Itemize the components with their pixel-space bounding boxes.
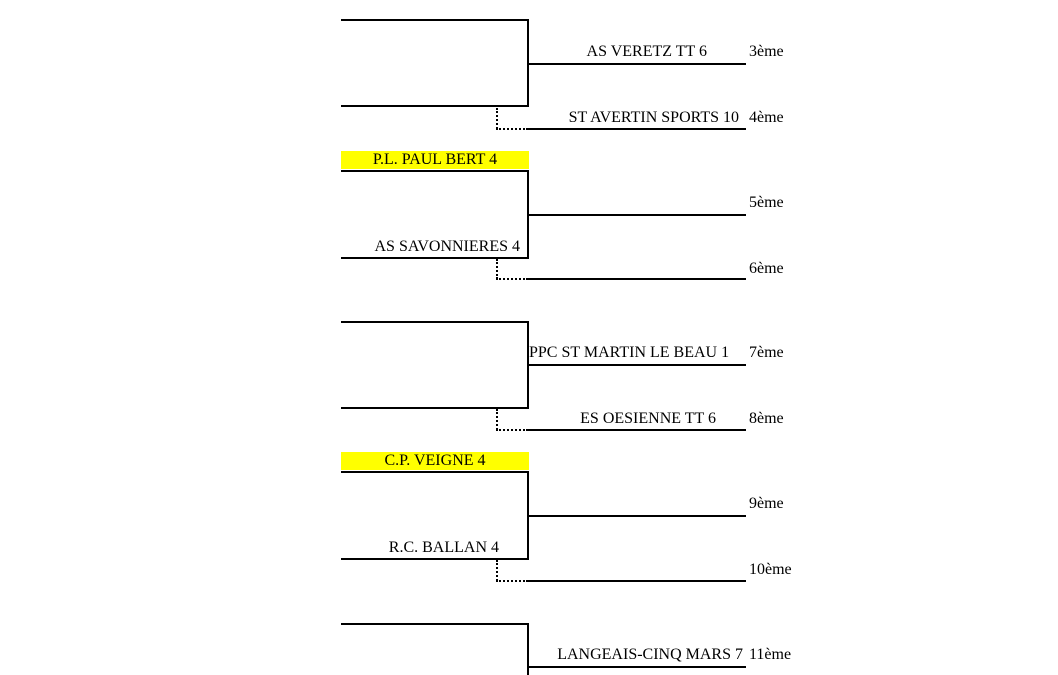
- rank-label: 6ème: [749, 260, 784, 277]
- bracket-dotted-line: [496, 128, 528, 130]
- bracket-line: [527, 429, 746, 431]
- bracket-line: [341, 623, 529, 625]
- rank-label: 4ème: [749, 109, 784, 126]
- bracket-line: [527, 214, 746, 216]
- rank-label: 9ème: [749, 495, 784, 512]
- bracket-line: [527, 515, 746, 517]
- rank-label: 7ème: [749, 344, 784, 361]
- bracket-line: [527, 63, 746, 65]
- rank-label: 11ème: [749, 646, 792, 663]
- bracket-line: [341, 19, 529, 21]
- team-name: PPC ST MARTIN LE BEAU 1: [529, 344, 730, 361]
- team-name: LANGEAIS-CINQ MARS 7: [557, 646, 743, 663]
- bracket-line: [341, 321, 529, 323]
- rank-label: 8ème: [749, 410, 784, 427]
- team-name: AS SAVONNIERES 4: [374, 238, 520, 255]
- bracket-dotted-line: [496, 259, 498, 279]
- bracket-dotted-line: [496, 429, 528, 431]
- bracket-line: [341, 170, 529, 172]
- rank-label: 3ème: [749, 43, 784, 60]
- bracket-line: [527, 580, 746, 582]
- bracket-line: [527, 364, 746, 366]
- team-name: ST AVERTIN SPORTS 10: [568, 109, 739, 126]
- bracket-dotted-line: [496, 278, 528, 280]
- bracket-dotted-line: [496, 560, 498, 581]
- bracket-line: [527, 278, 746, 280]
- bracket-line: [527, 623, 529, 675]
- bracket-dotted-line: [496, 580, 528, 582]
- bracket-dotted-line: [496, 108, 498, 129]
- bracket-line: [341, 257, 529, 259]
- bracket-line: [527, 128, 746, 130]
- bracket-line: [341, 407, 529, 409]
- bracket-dotted-line: [496, 409, 498, 430]
- team-name: ES OESIENNE TT 6: [580, 410, 716, 427]
- rank-label: 5ème: [749, 194, 784, 211]
- bracket-line: [527, 666, 746, 668]
- bracket-line: [341, 558, 529, 560]
- rank-label: 10ème: [749, 561, 792, 578]
- team-name: AS VERETZ TT 6: [586, 43, 707, 60]
- bracket-line: [341, 471, 529, 473]
- team-name-highlighted: P.L. PAUL BERT 4: [341, 151, 529, 169]
- team-name: R.C. BALLAN 4: [388, 539, 499, 556]
- bracket-line: [341, 105, 529, 107]
- team-name-highlighted: C.P. VEIGNE 4: [341, 452, 529, 470]
